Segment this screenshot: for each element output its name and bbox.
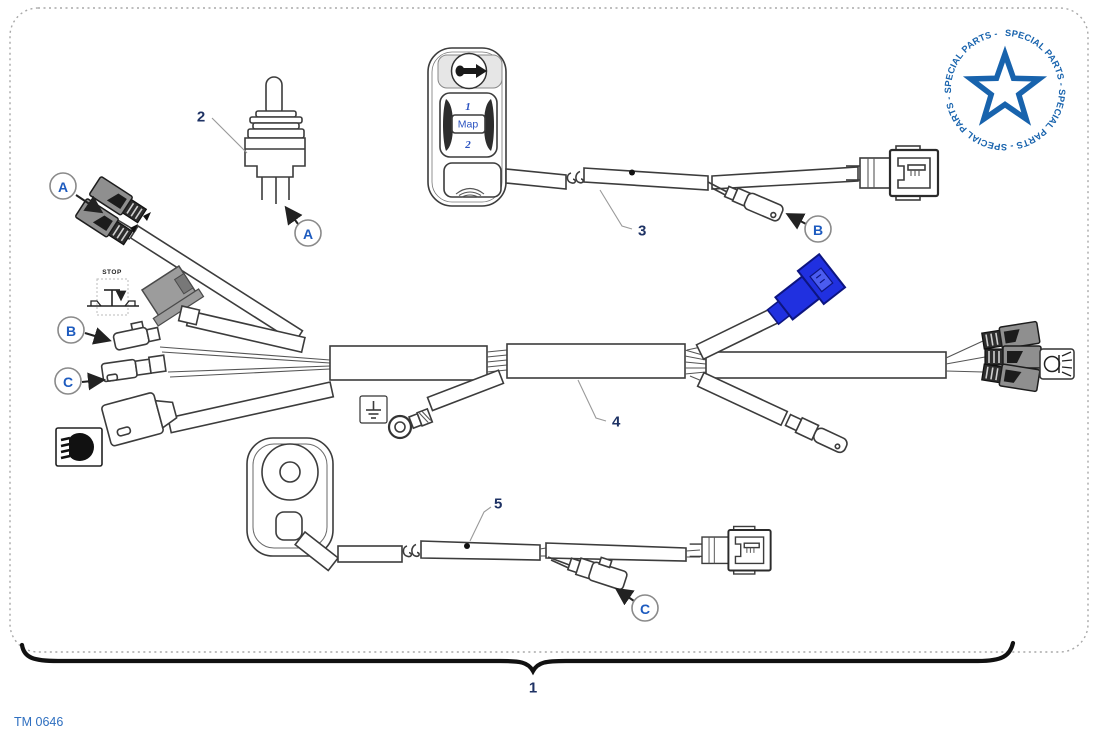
spade-terminal-r2: [984, 345, 1042, 369]
callout-c-harness: C: [54, 367, 106, 395]
horn-cable: [337, 525, 772, 591]
callout-c-cable: C: [614, 587, 659, 622]
gray-connector: [140, 264, 205, 327]
callout-a-harness: A: [49, 172, 104, 214]
ref-c-label: C: [640, 601, 650, 617]
star-icon: [962, 45, 1048, 126]
headlight-connector: [101, 392, 178, 447]
document-code: TM 0646: [14, 715, 63, 729]
toggle-switch: [244, 76, 306, 204]
part2-leader: [211, 117, 248, 154]
part1-label: 1: [529, 680, 537, 697]
ring-terminal: [387, 414, 413, 440]
rocker-left: [443, 99, 453, 151]
horn: [246, 437, 340, 572]
stop-label: STOP: [102, 269, 122, 276]
part3-leader: [599, 189, 633, 230]
cable-marker-dot: [629, 169, 635, 176]
map-switch-unit: 1 Map 2: [427, 47, 507, 207]
branch-terminal-c: [566, 556, 628, 591]
branch-terminal-b: [723, 185, 784, 222]
connector-b: [112, 320, 161, 351]
part4-leader: [577, 379, 607, 422]
connector-c: [100, 354, 167, 383]
group-brace: [19, 640, 1016, 676]
map-button: [451, 114, 486, 134]
map-switch-middle-button: Map: [458, 119, 479, 131]
stop-switch-icon: STOP: [87, 269, 139, 316]
map-switch-bottom-button: 2: [464, 139, 471, 151]
cable-marker-dot: [464, 543, 470, 549]
key-icon: [455, 64, 487, 78]
part2-label: 2: [197, 109, 205, 126]
callout-b-harness: B: [57, 316, 112, 345]
ref-b-label: B: [813, 222, 823, 238]
ref-c-label: C: [63, 374, 73, 390]
headlight-icon: [55, 427, 103, 467]
callout-a-switch: A: [284, 205, 322, 247]
ref-b-label: B: [66, 323, 76, 339]
part5-label: 5: [494, 496, 502, 513]
bullet-terminal: [784, 413, 848, 454]
part3-label: 3: [638, 223, 646, 240]
special-parts-stamp: SPECIAL PARTS - SPECIAL PARTS - SPECIAL …: [943, 28, 1066, 152]
horn-cable-plug: [688, 525, 772, 575]
map-switch-cable: [505, 144, 940, 222]
diagram-border: [9, 7, 1089, 653]
ref-a-label: A: [58, 179, 68, 195]
lamp-icon: [1039, 348, 1075, 380]
main-harness: [74, 175, 1042, 454]
ref-a-label: A: [303, 226, 313, 242]
map-switch-top-button: 1: [465, 101, 471, 113]
blue-connector: [766, 252, 847, 326]
callout-b-cable: B: [785, 213, 832, 243]
ground-icon: [359, 395, 388, 424]
part4-label: 4: [612, 414, 621, 431]
part5-leader: [469, 506, 492, 542]
map-switch-plug: [844, 144, 940, 202]
rocker-right: [484, 99, 494, 151]
